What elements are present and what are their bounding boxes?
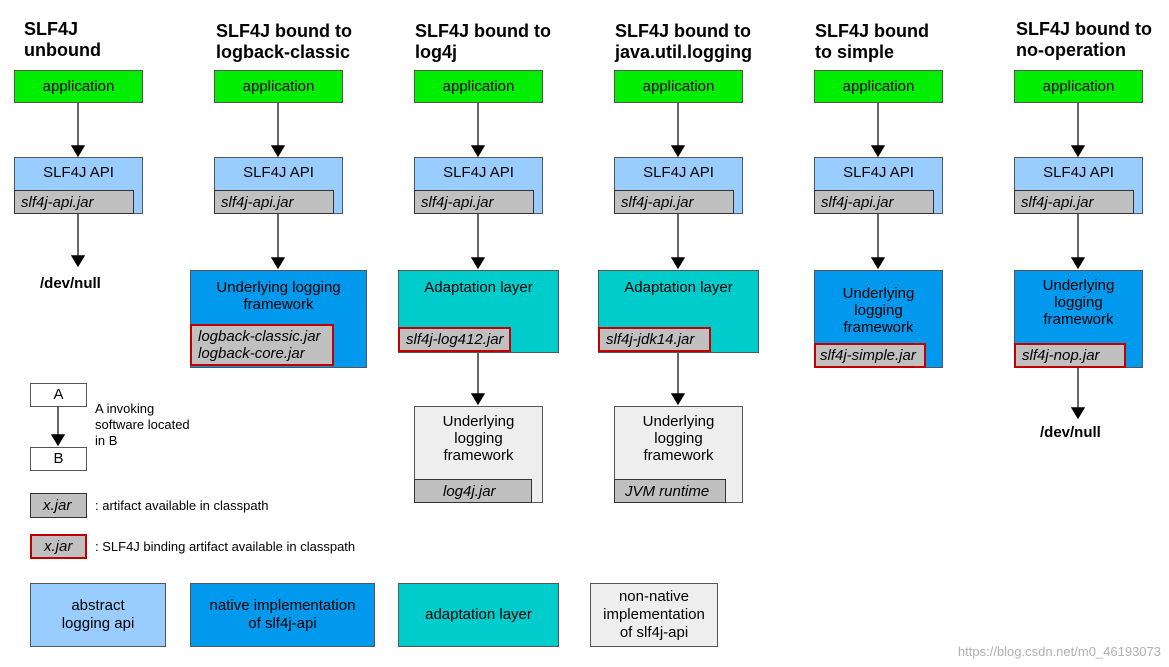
- binding-jar: slf4j-nop.jar: [1014, 343, 1126, 368]
- binding-jar: slf4j-simple.jar: [814, 343, 926, 368]
- application-label: application: [42, 78, 115, 95]
- legend-invoke-text: A invoking software located in B: [95, 401, 190, 448]
- legend-adaptation-layer: adaptation layer: [398, 583, 559, 647]
- api-label: SLF4J API: [243, 164, 314, 181]
- column-title: SLF4J bound to java.util.logging: [615, 21, 753, 62]
- legend-nonnative-implementation: non-native implementation of slf4j-api: [590, 583, 718, 647]
- binding-jar: slf4j-jdk14.jar: [598, 327, 711, 352]
- legend-box-b: B: [30, 447, 87, 471]
- legend-binding-text: : SLF4J binding artifact available in cl…: [95, 539, 356, 554]
- api-label: SLF4J API: [643, 164, 714, 181]
- column-title: SLF4J unbound: [24, 19, 101, 60]
- adaptation-label: Adaptation layer: [424, 279, 533, 296]
- application-box: application: [814, 70, 943, 103]
- application-label: application: [842, 78, 915, 95]
- framework-label: Underlying logging framework: [1042, 277, 1115, 328]
- framework-label: Underlying logging framework: [216, 279, 341, 313]
- legend-box-a: A: [30, 383, 87, 407]
- api-label: SLF4J API: [43, 164, 114, 181]
- dev-null-label: /dev/null: [40, 275, 101, 292]
- legend-jar-sample: x.jar: [30, 493, 87, 518]
- column-title: SLF4J bound to no-operation: [1016, 19, 1152, 60]
- api-jar: slf4j-api.jar: [1014, 190, 1134, 214]
- application-label: application: [442, 78, 515, 95]
- framework-label: Underlying logging framework: [642, 413, 715, 464]
- framework-jar: JVM runtime: [614, 479, 726, 503]
- api-label: SLF4J API: [443, 164, 514, 181]
- column-title: SLF4J bound to simple: [815, 21, 929, 62]
- legend-artifact-text: : artifact available in classpath: [95, 498, 269, 513]
- legend-native-implementation: native implementation of slf4j-api: [190, 583, 375, 647]
- watermark: https://blog.csdn.net/m0_46193073: [957, 644, 1161, 659]
- application-label: application: [242, 78, 315, 95]
- framework-jar: log4j.jar: [414, 479, 532, 503]
- api-label: SLF4J API: [843, 164, 914, 181]
- api-jar: slf4j-api.jar: [14, 190, 134, 214]
- dev-null-label: /dev/null: [1040, 424, 1101, 441]
- api-jar: slf4j-api.jar: [814, 190, 934, 214]
- binding-jar: slf4j-log412.jar: [398, 327, 511, 352]
- api-jar: slf4j-api.jar: [614, 190, 734, 214]
- application-box: application: [14, 70, 143, 103]
- framework-label: Underlying logging framework: [842, 285, 915, 336]
- legend-abstract-api: abstract logging api: [30, 583, 166, 647]
- adaptation-label: Adaptation layer: [624, 279, 733, 296]
- application-label: application: [642, 78, 715, 95]
- application-box: application: [214, 70, 343, 103]
- binding-jar: logback-classic.jar logback-core.jar: [190, 324, 334, 366]
- column-title: SLF4J bound to log4j: [415, 21, 551, 62]
- column-title: SLF4J bound to logback-classic: [216, 21, 352, 62]
- application-box: application: [614, 70, 743, 103]
- application-box: application: [1014, 70, 1143, 103]
- framework-label: Underlying logging framework: [442, 413, 515, 464]
- api-label: SLF4J API: [1043, 164, 1114, 181]
- api-jar: slf4j-api.jar: [414, 190, 534, 214]
- api-jar: slf4j-api.jar: [214, 190, 334, 214]
- legend-binding-sample: x.jar: [30, 534, 87, 559]
- application-label: application: [1042, 78, 1115, 95]
- application-box: application: [414, 70, 543, 103]
